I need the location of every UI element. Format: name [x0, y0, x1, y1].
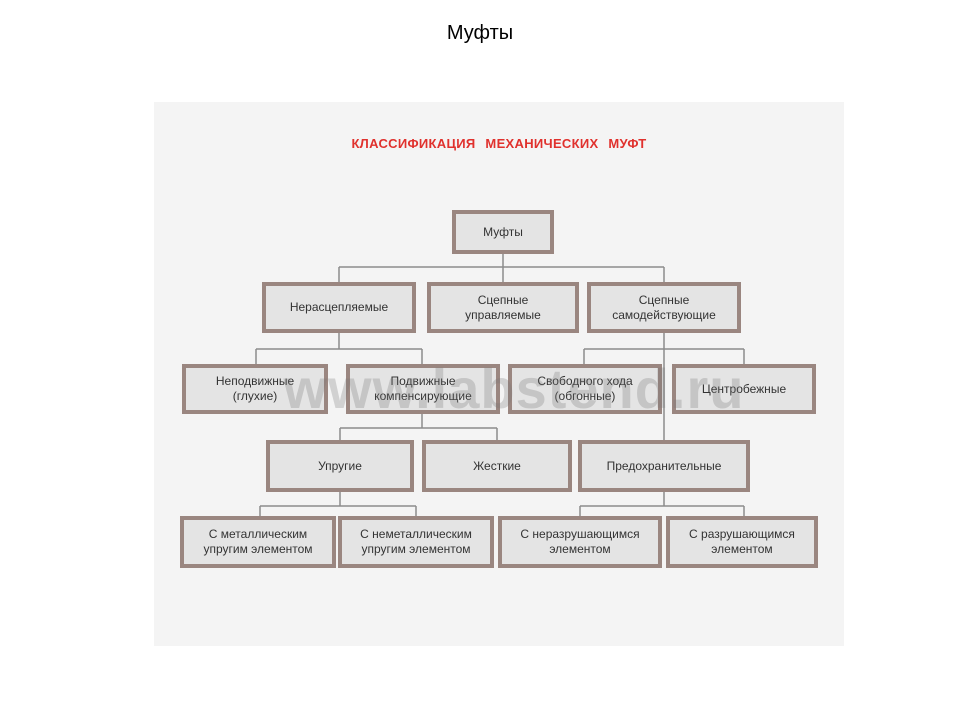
- diagram-heading: КЛАССИФИКАЦИЯ МЕХАНИЧЕСКИХ МУФТ: [351, 136, 647, 151]
- node-self-acting: Сцепные самодействующие: [587, 282, 741, 333]
- node-freewheel: Свободного хода (обгонные): [508, 364, 662, 414]
- slide-title: Муфты: [446, 22, 514, 44]
- node-elastic: Упругие: [266, 440, 414, 492]
- node-safety: Предохранительные: [578, 440, 750, 492]
- connector-lines: [255, 254, 745, 516]
- node-non-disengaging: Нерасцепляемые: [262, 282, 416, 333]
- node-breaking: С разрушающимся элементом: [666, 516, 818, 568]
- node-controlled: Сцепные управляемые: [427, 282, 579, 333]
- node-metal-elastic: С металлическим упругим элементом: [180, 516, 336, 568]
- node-fixed: Неподвижные (глухие): [182, 364, 328, 414]
- node-couplings: Муфты: [452, 210, 554, 254]
- node-nonmetal-elastic: С неметаллическим упругим элементом: [338, 516, 494, 568]
- node-non-breaking: С неразрушающимся элементом: [498, 516, 662, 568]
- node-rigid: Жесткие: [422, 440, 572, 492]
- classification-diagram: КЛАССИФИКАЦИЯ МЕХАНИЧЕСКИХ МУФТ: [154, 102, 844, 646]
- node-movable: Подвижные компенсирующие: [346, 364, 500, 414]
- node-centrifugal: Центробежные: [672, 364, 816, 414]
